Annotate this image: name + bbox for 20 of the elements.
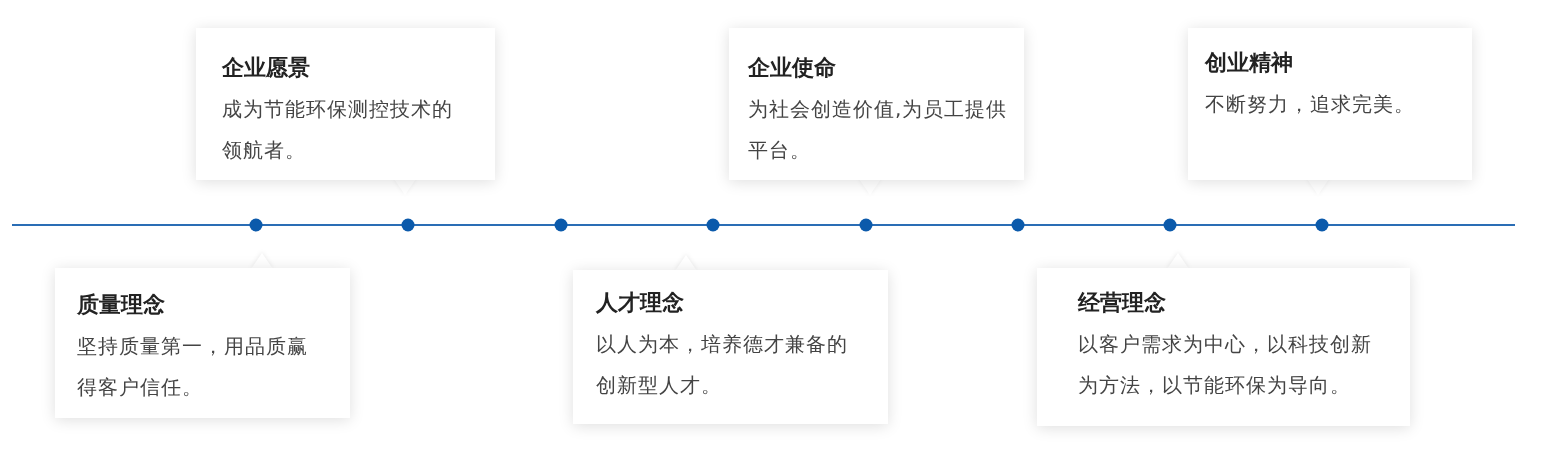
card-description: 不断努力，追求完美。: [1205, 91, 1416, 118]
timeline-dot: [401, 218, 415, 232]
timeline-dot: [249, 218, 263, 232]
card-description: 坚持质量第一，用品质赢得客户信任。: [77, 333, 309, 401]
card-description: 以客户需求为中心，以科技创新为方法，以节能环保为导向。: [1078, 331, 1373, 399]
card-title: 质量理念: [77, 291, 166, 319]
timeline-dot: [1163, 218, 1177, 232]
timeline-dot: [1011, 218, 1025, 232]
card-title: 人才理念: [596, 289, 685, 317]
card-title: 创业精神: [1205, 49, 1294, 77]
card-title: 企业愿景: [222, 54, 311, 82]
timeline-dot: [859, 218, 873, 232]
card-title: 企业使命: [748, 54, 837, 82]
card-title: 经营理念: [1078, 289, 1167, 317]
card-description: 以人为本，培养德才兼备的创新型人才。: [596, 331, 849, 399]
card-description: 为社会创造价值,为员工提供平台。: [748, 96, 1009, 164]
timeline-dot: [706, 218, 720, 232]
card-description: 成为节能环保测控技术的领航者。: [222, 96, 454, 164]
timeline-dot: [554, 218, 568, 232]
timeline-dot: [1315, 218, 1329, 232]
